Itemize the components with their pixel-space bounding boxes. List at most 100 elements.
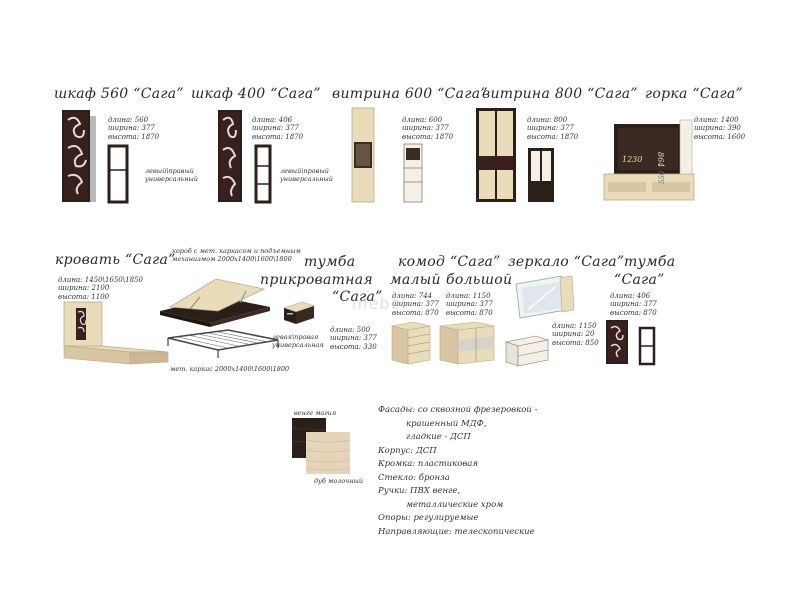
spec-length: длина: 1400	[694, 116, 739, 124]
note-line: короб с мет. каркасом и подъемным	[172, 247, 301, 255]
spec-height: высота: 1600	[694, 132, 746, 141]
specs-nightstand: длина: 500 ширина: 377 высота: 330	[330, 326, 377, 351]
note-line: универсальная	[272, 340, 324, 349]
spec-length: длина: 1450\1650\1850	[58, 276, 143, 284]
materials-list: Фасады: со сквозной фрезеровкой - крашен…	[378, 404, 537, 539]
nightstand-image	[283, 301, 315, 324]
spec-height: высота: 1870	[402, 132, 454, 141]
spec-height: высота: 1100	[58, 292, 110, 301]
specs-showcase-800: длина: 800 ширина: 377 высота: 1870	[527, 116, 578, 141]
note-bed-box: короб с мет. каркасом и подъемным механи…	[172, 247, 301, 263]
title-chest: комод “Сага”	[398, 254, 501, 270]
material-facades-dsp: гладкие - ДСП	[406, 432, 471, 442]
title-bed: кровать “Сага”	[55, 252, 176, 268]
spec-height: высота: 850	[552, 338, 599, 347]
wall-dim-height: 864	[656, 152, 665, 167]
title-nightstand-2: прикроватная	[260, 272, 373, 288]
spec-length: длина: 800	[527, 116, 568, 124]
note-line: левый\правый	[145, 167, 194, 175]
spec-height: высота: 870	[610, 308, 657, 317]
material-legs: Опоры: регулируемые	[378, 513, 479, 523]
spec-height: высота: 1870	[527, 132, 579, 141]
specs-cabinet: длина: 406 ширина: 377 высота: 870	[610, 292, 657, 317]
spec-height: высота: 870	[446, 308, 493, 317]
note-nightstand: левая\правая универсальная	[272, 333, 324, 349]
note-line: универсальный	[280, 174, 333, 183]
spec-width: ширина: 377	[402, 124, 449, 133]
spec-length: длина: 600	[402, 116, 443, 124]
spec-width: ширина: 390	[694, 124, 741, 133]
title-wardrobe-560: шкаф 560 “Сага”	[54, 86, 184, 102]
specs-wardrobe-400: длина: 406 ширина: 377 высота: 1870	[252, 116, 303, 141]
spec-height: высота: 330	[330, 342, 377, 351]
showcase-600-image	[351, 107, 423, 203]
spec-width: ширина: 377	[330, 334, 377, 343]
material-handles: Ручки: ПВХ венге,	[378, 486, 461, 496]
bed-box-image	[160, 278, 270, 327]
specs-chest-small: длина: 744 ширина: 377 высота: 870	[392, 292, 439, 317]
mirror-image	[504, 275, 575, 367]
spec-width: ширина: 377	[446, 300, 493, 309]
spec-height: высота: 870	[392, 308, 439, 317]
spec-width: ширина: 377	[610, 300, 657, 309]
specs-showcase-600: длина: 600 ширина: 377 высота: 1870	[402, 116, 453, 141]
spec-length: длина: 560	[108, 116, 149, 124]
note-line: левый\правый	[280, 167, 329, 175]
spec-height: высота: 1870	[252, 132, 304, 141]
wall-unit-image: 1230 864 550	[603, 119, 695, 201]
title-showcase-800: витрина 800 “Сага”	[482, 86, 638, 102]
spec-width: ширина: 377	[252, 124, 299, 133]
note-line: универсальный	[145, 174, 198, 183]
title-nightstand-1: тумба	[304, 254, 356, 270]
spec-length: длина: 1150	[552, 322, 597, 330]
title-mirror: зеркало “Сага”	[508, 254, 625, 270]
specs-wardrobe-560: длина: 560 ширина: 377 высота: 1870	[108, 116, 159, 141]
material-edge: Кромка: пластиковая	[378, 459, 478, 469]
chest-big-image	[439, 321, 495, 365]
specs-chest-big: длина: 1150 ширина: 377 высота: 870	[446, 292, 493, 317]
chest-small-image	[391, 321, 431, 365]
title-chest-small: малый	[390, 272, 441, 288]
spec-length: длина: 406	[610, 292, 651, 300]
note-bed-frame: мет. каркас 2000х1400\1600\1800	[170, 365, 290, 373]
spec-width: ширина: 377	[392, 300, 439, 309]
bed-frame-image	[167, 329, 279, 358]
spec-width: ширина: 2100	[58, 284, 110, 293]
material-handles-chrome: металлические хром	[406, 499, 504, 510]
note-line: механизмом 2000х1400\1600\1800	[172, 254, 292, 263]
wall-dim-depth: 550	[658, 170, 666, 184]
spec-length: длина: 744	[392, 292, 433, 300]
material-glass: Стекло: бронза	[378, 472, 450, 483]
watermark-text: mebel	[352, 294, 407, 313]
spec-length: длина: 500	[330, 326, 371, 334]
spec-width: ширина: 377	[108, 124, 155, 133]
note-line: левая\правая	[272, 333, 319, 341]
wall-dim-width: 1230	[622, 155, 642, 164]
note-wardrobe-560: левый\правый универсальный	[145, 167, 198, 183]
showcase-800-image	[476, 108, 554, 202]
spec-length: длина: 406	[252, 116, 293, 124]
wardrobe-560-image	[62, 110, 129, 204]
material-facades-mdf: крашенный МДФ,	[406, 418, 487, 429]
swatch-label-light: дуб молочный	[314, 477, 364, 485]
material-guides: Направляющие: телескопические	[378, 526, 535, 537]
title-chest-big: большой	[446, 272, 513, 288]
title-showcase-600: витрина 600 “Сага”	[332, 86, 488, 102]
cabinet-image	[606, 320, 656, 366]
title-cabinet-2: “Сага”	[614, 272, 665, 288]
specs-bed: длина: 1450\1650\1850 ширина: 2100 высот…	[58, 276, 143, 301]
title-nightstand-3: “Сага”	[332, 289, 383, 305]
material-body: Корпус: ДСП	[378, 445, 437, 456]
spec-width: ширина: 377	[527, 124, 574, 133]
title-wardrobe-400: шкаф 400 “Сага”	[191, 86, 321, 102]
spec-height: высота: 1870	[108, 132, 160, 141]
bed-image	[63, 301, 169, 365]
swatch-label-dark: венге магия	[294, 409, 337, 417]
spec-length: длина: 1150	[446, 292, 491, 300]
spec-width: ширина: 20	[552, 330, 595, 339]
specs-wall-unit: длина: 1400 ширина: 390 высота: 1600	[694, 116, 745, 141]
title-wall-unit: горка “Сага”	[645, 86, 744, 102]
swatch-light	[305, 432, 351, 474]
title-cabinet-1: тумба	[624, 254, 676, 270]
note-wardrobe-400: левый\правый универсальный	[280, 167, 333, 183]
